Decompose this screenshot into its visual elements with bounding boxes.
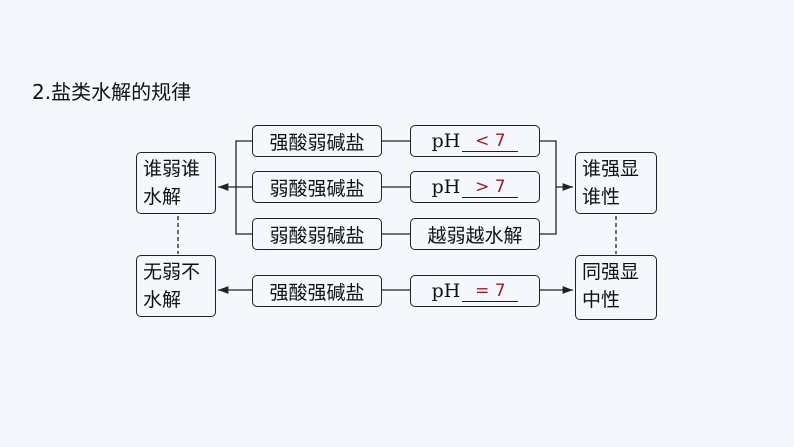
result-box: 越弱越水解 bbox=[410, 218, 540, 250]
salt-box: 强酸强碱盐 bbox=[252, 275, 382, 307]
ph-result-box: pH< 7 bbox=[410, 125, 540, 157]
salt-box: 弱酸弱碱盐 bbox=[252, 218, 382, 250]
ph-label: pH bbox=[431, 130, 461, 152]
ph-result-box: pH> 7 bbox=[410, 171, 540, 203]
ph-answer: = 7 bbox=[462, 281, 519, 302]
salt-box: 强酸弱碱盐 bbox=[252, 125, 382, 157]
salt-box: 弱酸强碱盐 bbox=[252, 171, 382, 203]
rule-both-strong-neutral: 同强显中性 bbox=[575, 255, 657, 320]
ph-answer: < 7 bbox=[462, 131, 519, 152]
ph-answer: > 7 bbox=[462, 177, 519, 198]
rule-strong-shows-nature: 谁强显谁性 bbox=[575, 152, 657, 214]
ph-label: pH bbox=[431, 280, 461, 302]
rule-no-weak-no-hydrolysis: 无弱不水解 bbox=[136, 255, 216, 317]
rule-weak-hydrolyzes: 谁弱谁水解 bbox=[136, 152, 216, 214]
section-title: 2.盐类水解的规律 bbox=[32, 80, 192, 104]
ph-label: pH bbox=[431, 176, 461, 198]
ph-result-box: pH= 7 bbox=[410, 275, 540, 307]
